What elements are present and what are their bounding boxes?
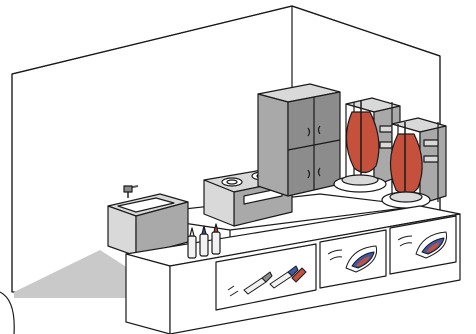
sauce-bottles — [188, 224, 220, 258]
doner-grill-right — [382, 118, 446, 208]
refrigerator — [258, 84, 340, 196]
burner-icon — [222, 178, 242, 186]
